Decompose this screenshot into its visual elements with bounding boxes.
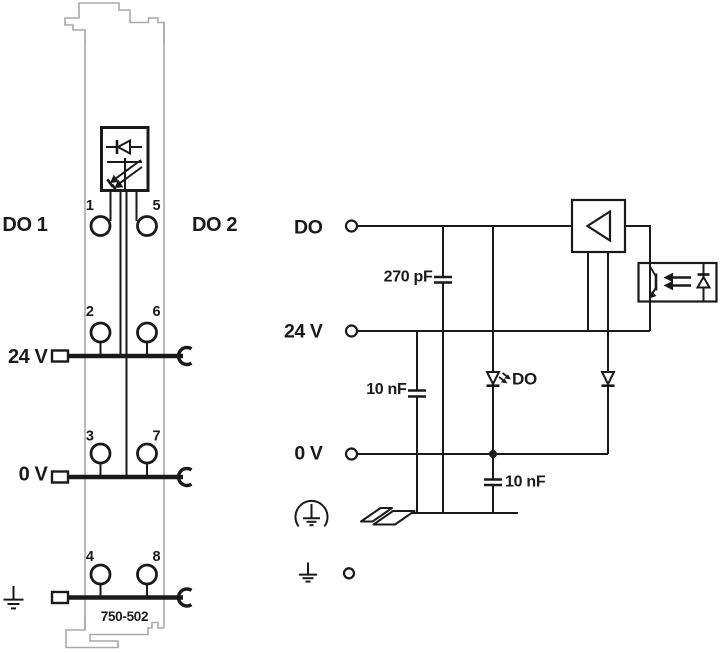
channel-do1-label: DO 1 <box>2 214 47 236</box>
do-led-label: DO <box>512 370 537 389</box>
terminal-3-clamp <box>89 442 112 465</box>
do-status-led-icon <box>485 371 511 387</box>
capacitor-270pf-value: 270 pF <box>384 269 433 286</box>
channel-do2-label: DO 2 <box>192 214 237 236</box>
terminal-6-clamp <box>136 321 158 344</box>
terminal-5-number: 5 <box>153 198 161 214</box>
terminal-row-0v: 3 7 <box>50 429 193 488</box>
module-internal-wiring <box>109 191 138 478</box>
terminal-row-do: 1 5 <box>86 198 161 237</box>
schematic-0v-label: 0 V <box>294 443 322 465</box>
opto-led-icon <box>695 264 712 301</box>
terminal-4-clamp <box>89 563 112 586</box>
power-jumper-contact-0v <box>50 470 70 484</box>
terminal-7-number: 7 <box>153 429 161 445</box>
bus-socket-0v <box>176 466 193 488</box>
bus-socket-24v <box>176 345 193 367</box>
din-rail-icon <box>360 507 416 526</box>
output-driver-amplifier <box>570 198 627 254</box>
power-jumper-contact-24v <box>50 349 70 363</box>
schematic-24v-label: 24 V <box>284 321 323 343</box>
amplifier-triangle-icon <box>585 209 612 243</box>
capacitor-10nf-output-value: 10 nF <box>505 474 546 491</box>
optocoupler-box <box>637 261 718 303</box>
terminal-1-clamp <box>89 215 112 237</box>
bus-socket-earth <box>176 587 193 608</box>
dual-led-icon <box>106 158 143 193</box>
module-24v-label: 24 V <box>8 346 49 368</box>
capacitor-10nf-output-icon <box>484 478 502 487</box>
24v-terminal-point <box>344 324 359 338</box>
light-arrows-icon <box>663 272 691 291</box>
capacitor-270pf-icon <box>434 275 452 284</box>
module-0v-label: 0 V <box>19 464 49 486</box>
capacitor-10nf-supply-value: 10 nF <box>366 381 407 398</box>
functional-earth-icon <box>294 499 329 527</box>
module-top-profile <box>64 2 165 44</box>
schematic-do-label: DO <box>294 217 323 239</box>
terminal-2-clamp <box>89 321 112 344</box>
terminal-8-number: 8 <box>153 549 161 565</box>
phototransistor-icon <box>649 266 658 299</box>
diode-left-icon <box>106 138 142 156</box>
status-led-indicator-box <box>100 126 150 193</box>
terminal-7-clamp <box>136 442 158 465</box>
diode-icon <box>600 371 616 387</box>
terminal-2-number: 2 <box>86 304 94 320</box>
terminal-5-clamp <box>136 215 158 237</box>
terminal-1-number: 1 <box>86 198 94 214</box>
schematic: DO 24 V 0 V 270 pF 10 nF <box>284 198 718 583</box>
terminal-3-number: 3 <box>86 429 94 445</box>
terminal-row-earth: 4 8 <box>50 549 193 608</box>
power-jumper-contact-earth <box>50 590 70 605</box>
module-model-number: 750-502 <box>101 609 148 624</box>
earth-terminal-point <box>342 567 356 580</box>
earth-ground-icon <box>3 586 24 610</box>
junction-dot <box>489 450 497 458</box>
optocoupler <box>637 261 718 303</box>
terminal-6-number: 6 <box>153 304 161 320</box>
module-bottom-profile <box>65 616 164 649</box>
terminal-8-clamp <box>136 563 158 586</box>
capacitor-10nf-supply-icon <box>408 389 426 398</box>
0v-terminal-point <box>344 447 359 461</box>
terminal-4-number: 4 <box>86 549 94 565</box>
io-module-outline <box>64 2 165 649</box>
terminal-row-24v: 2 6 <box>50 304 193 367</box>
earth-terminal-icon <box>299 562 317 583</box>
do-terminal-point <box>344 219 359 233</box>
